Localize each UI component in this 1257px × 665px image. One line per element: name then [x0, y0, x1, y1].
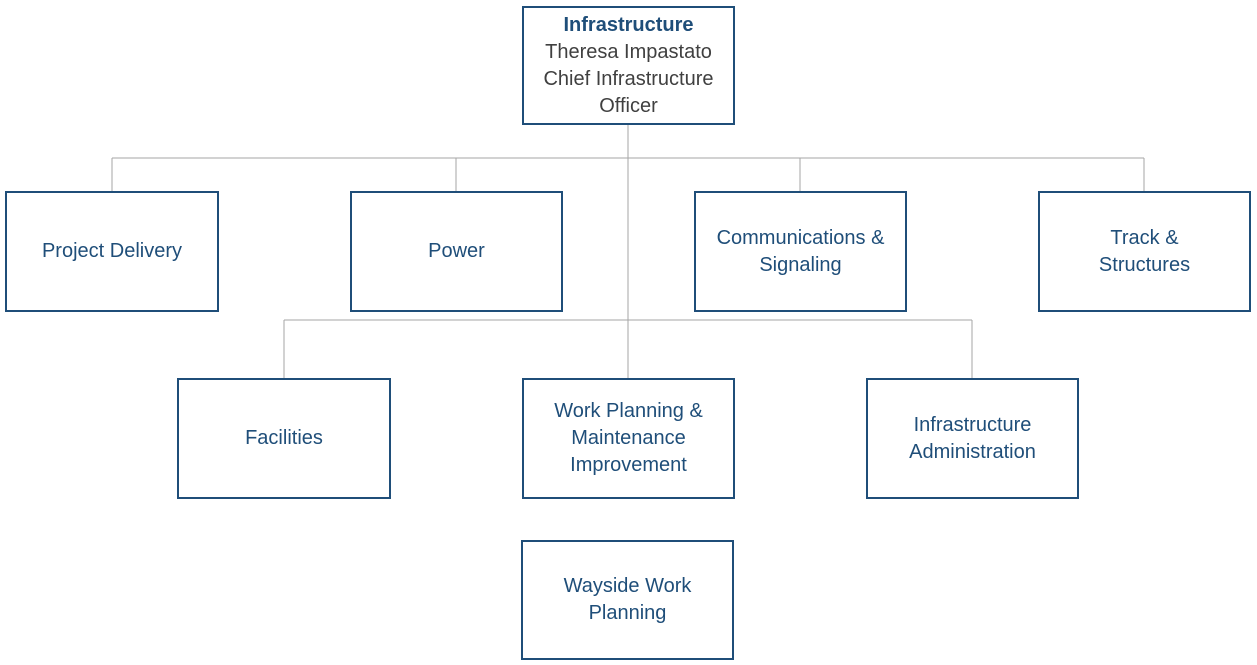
unit-label: Communications & Signaling	[716, 226, 885, 276]
root-box: Infrastructure Theresa Impastato Chief I…	[522, 6, 735, 125]
root-role: Chief Infrastructure Officer	[543, 67, 714, 117]
unit-box-facilities: Facilities	[177, 378, 391, 499]
unit-label: Infrastructure Administration	[909, 413, 1036, 463]
unit-label: Wayside Work Planning	[563, 575, 692, 624]
unit-label: Track & Structures	[1098, 226, 1191, 276]
unit-box-track-structures: Track & Structures	[1038, 191, 1251, 312]
root-title: Infrastructure	[563, 13, 694, 36]
root-person-name: Theresa Impastato	[545, 40, 712, 63]
unit-label: Work Planning & Maintenance Improvement	[554, 400, 703, 476]
unit-box-infrastructure-administration: Infrastructure Administration	[866, 378, 1079, 499]
unit-label: Power	[428, 240, 485, 262]
unit-box-project-delivery: Project Delivery	[5, 191, 219, 312]
unit-label: Project Delivery	[41, 240, 183, 262]
unit-box-communications-signaling: Communications & Signaling	[694, 191, 907, 312]
unit-box-wayside-work-planning: Wayside Work Planning	[521, 540, 734, 660]
unit-label: Facilities	[245, 427, 323, 449]
unit-box-power: Power	[350, 191, 563, 312]
unit-box-work-planning: Work Planning & Maintenance Improvement	[522, 378, 735, 499]
